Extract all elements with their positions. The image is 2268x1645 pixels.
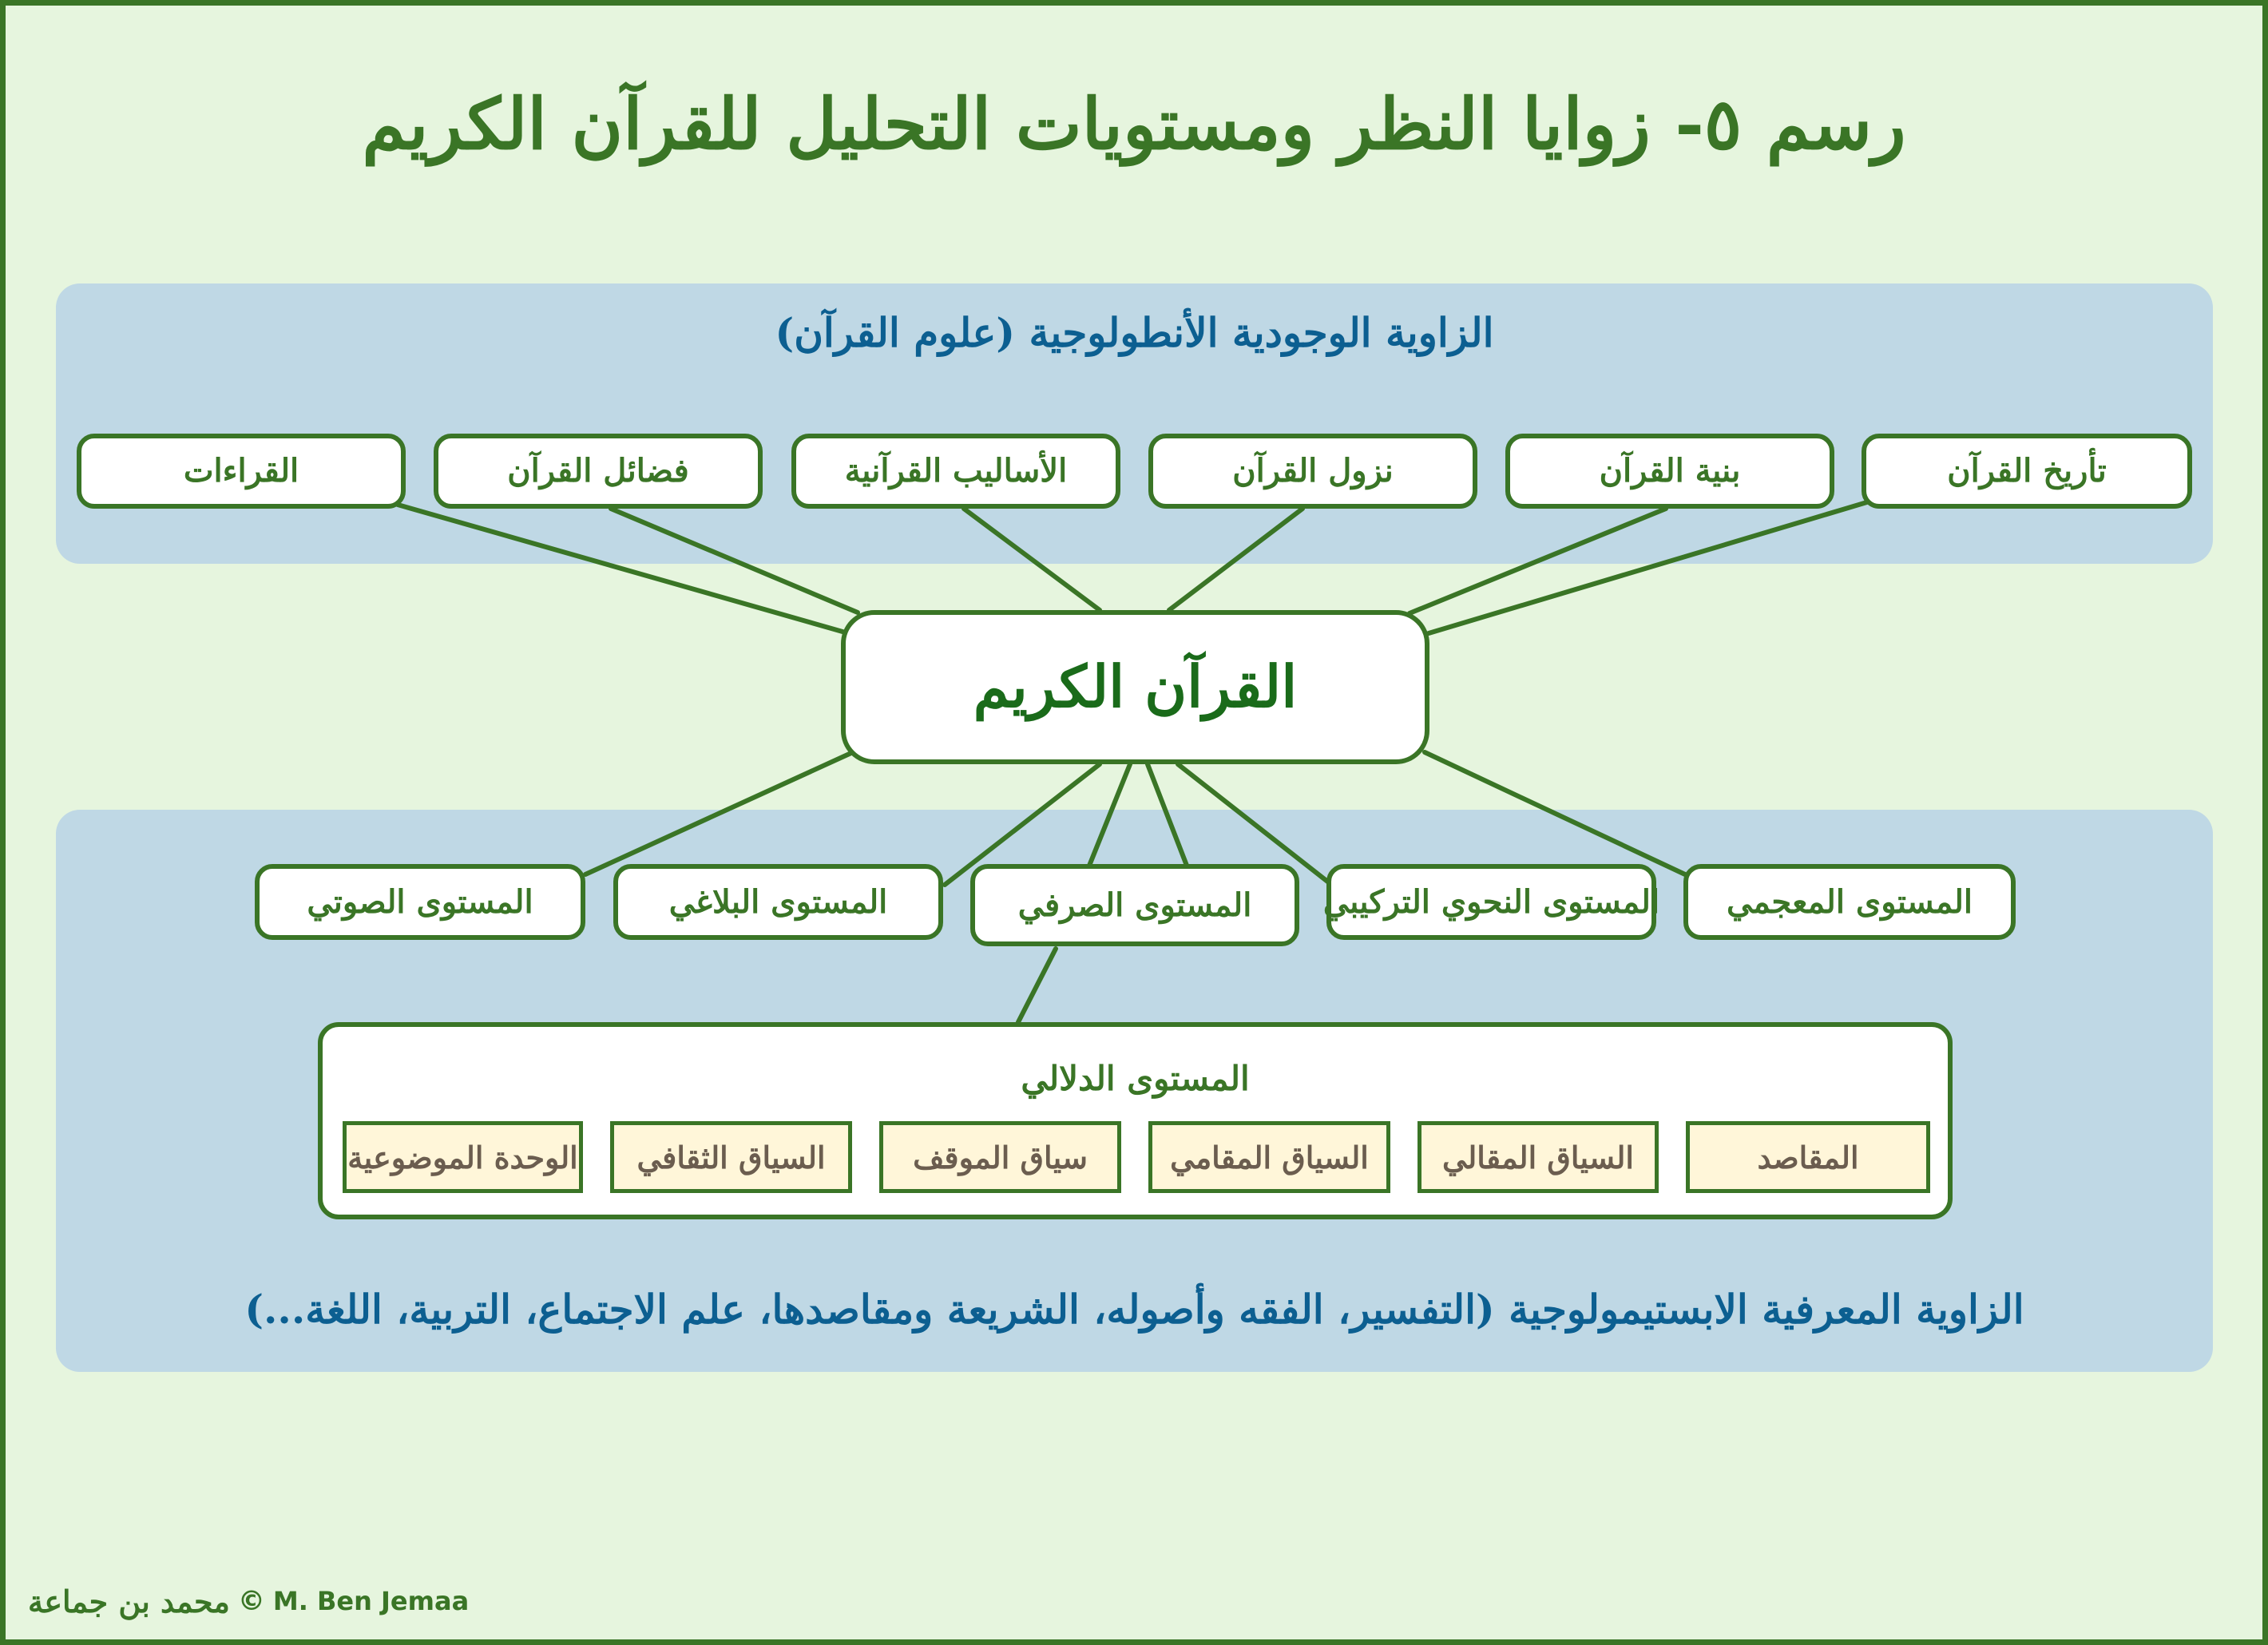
level-label: المستوى النحوي التركيبي xyxy=(1322,882,1660,921)
connector-binya xyxy=(1407,506,1668,616)
author-name-arabic: محمد بن جماعة xyxy=(28,1583,230,1619)
semantic-item-maqasid: المقاصد xyxy=(1686,1121,1930,1193)
item-label: فضائل القرآن xyxy=(507,452,689,490)
semantic-item-context-textual: السياق المقالي xyxy=(1418,1121,1659,1193)
semantic-level-box: المستوى الدلالي xyxy=(318,1022,1953,1219)
connector-fadail xyxy=(609,506,860,615)
sub-item-label: السياق المقامي xyxy=(1170,1139,1369,1175)
connector-qiraat xyxy=(395,502,850,636)
level-label: المستوى الصوتي xyxy=(307,882,533,921)
level-sawti: المستوى الصوتي xyxy=(255,864,585,940)
ontology-item-binya: بنية القرآن xyxy=(1505,434,1834,509)
connector-nuzul xyxy=(1167,506,1305,612)
connector-sarfi-semantic xyxy=(1016,946,1058,1025)
center-quran-box: القرآن الكريم xyxy=(841,610,1429,764)
semantic-item-context-cultural: السياق الثقافي xyxy=(610,1121,852,1193)
item-label: القراءات xyxy=(183,452,299,490)
copyright-icon: © xyxy=(237,1585,265,1617)
ontology-item-fadail: فضائل القرآن xyxy=(434,434,763,509)
connector-sawti xyxy=(583,750,855,877)
sub-item-label: السياق المقالي xyxy=(1442,1139,1634,1175)
level-balaghi: المستوى البلاغي xyxy=(613,864,943,940)
connector-sarfi-b xyxy=(1145,762,1191,872)
item-label: نزول القرآن xyxy=(1232,452,1394,490)
ontology-item-tarikh: تأريخ القرآن xyxy=(1862,434,2192,509)
connector-mujami xyxy=(1422,750,1687,877)
level-mujami: المستوى المعجمي xyxy=(1683,864,2016,940)
ontology-item-nuzul: نزول القرآن xyxy=(1148,434,1477,509)
diagram-title: رسم ٥- زوايا النظر ومستويات التحليل للقر… xyxy=(362,82,1906,165)
center-label: القرآن الكريم xyxy=(973,652,1298,721)
ontological-angle-label: الزاوية الوجودية الأنطولوجية (علوم القرآ… xyxy=(775,309,1494,356)
connector-balaghi xyxy=(942,762,1102,887)
level-nahwi: المستوى النحوي التركيبي xyxy=(1322,864,1660,940)
level-sarfi: المستوى الصرفي xyxy=(970,864,1299,946)
semantic-item-context-situational: السياق المقامي xyxy=(1148,1121,1390,1193)
ontology-item-asalib: الأساليب القرآنية xyxy=(791,434,1120,509)
item-label: الأساليب القرآنية xyxy=(844,452,1068,490)
footer-credit: محمد بن جماعة © M. Ben Jemaa xyxy=(28,1581,469,1621)
connector-sarfi-a xyxy=(1085,762,1132,872)
sub-item-label: الوحدة الموضوعية xyxy=(347,1139,578,1175)
level-label: المستوى الصرفي xyxy=(1017,886,1252,924)
semantic-item-context-of-situation: سياق الموقف xyxy=(879,1121,1121,1193)
connector-asalib xyxy=(962,506,1102,612)
semantic-level-title: المستوى الدلالي xyxy=(1021,1059,1250,1098)
sub-item-label: السياق الثقافي xyxy=(636,1139,826,1175)
author-name-english: M. Ben Jemaa xyxy=(272,1586,470,1616)
semantic-item-thematic-unity: الوحدة الموضوعية xyxy=(343,1121,583,1193)
level-label: المستوى المعجمي xyxy=(1726,882,1973,921)
sub-item-label: سياق الموقف xyxy=(913,1139,1088,1175)
item-label: بنية القرآن xyxy=(1599,452,1741,490)
ontology-item-qiraat: القراءات xyxy=(77,434,406,509)
item-label: تأريخ القرآن xyxy=(1947,452,2107,490)
ontological-angle-panel xyxy=(56,283,2213,564)
connector-nahwi xyxy=(1176,762,1332,886)
epistemological-angle-label: الزاوية المعرفية الابستيمولوجية (التفسير… xyxy=(244,1286,2024,1333)
sub-item-label: المقاصد xyxy=(1757,1139,1859,1175)
level-label: المستوى البلاغي xyxy=(668,882,888,921)
connector-tarikh xyxy=(1426,499,1872,636)
